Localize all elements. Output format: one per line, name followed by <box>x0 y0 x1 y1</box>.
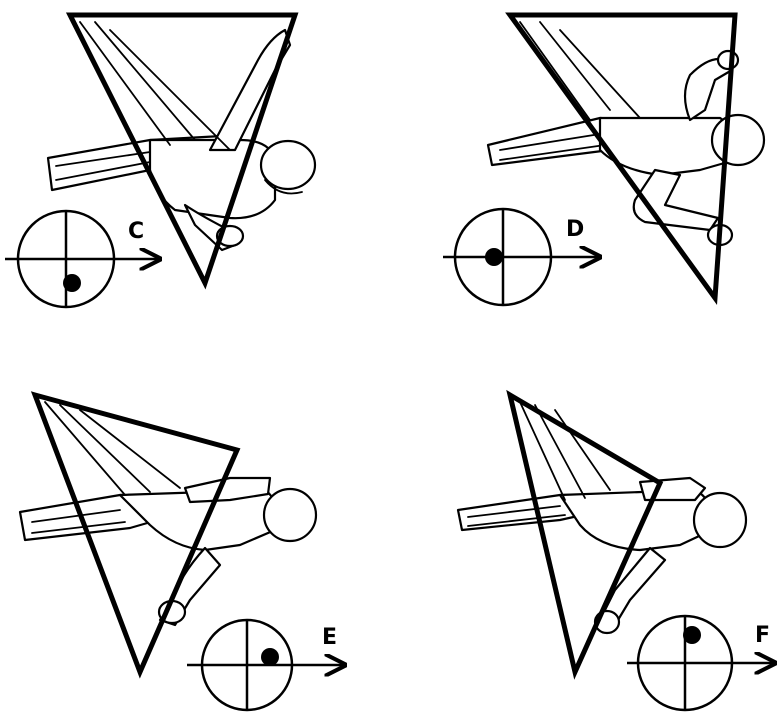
panel-e: E <box>20 395 343 710</box>
panel-label-d: D <box>566 217 584 242</box>
control-frame-f <box>510 395 660 672</box>
panel-d: D <box>443 15 764 305</box>
panel-label-c: C <box>128 219 144 244</box>
panel-c: C <box>5 15 315 307</box>
panel-f: F <box>458 395 773 710</box>
cg-indicator-e <box>187 620 343 710</box>
cg-indicator-f <box>627 616 773 710</box>
panel-label-f: F <box>755 623 770 648</box>
panel-label-e: E <box>322 625 337 650</box>
